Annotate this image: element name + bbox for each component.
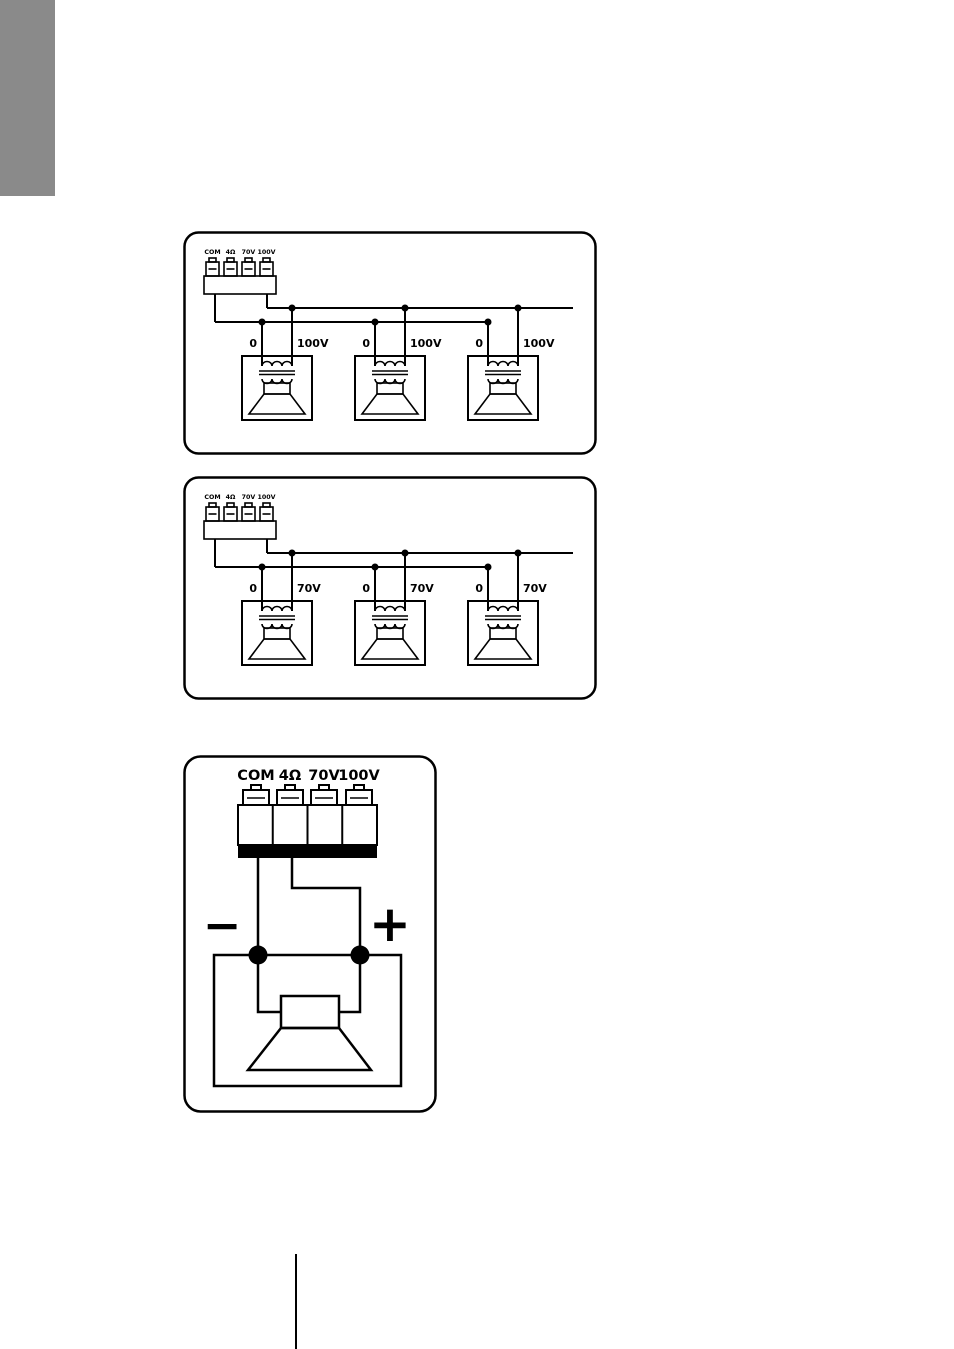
diagram-border [183,476,597,700]
transformer-primary-coil [487,360,519,367]
internal-lead-negative [256,955,281,1014]
diagram-70v-line: COM 4Ω 70V 100V [183,476,597,700]
diagram-low-impedance: COM 4Ω 70V 100V [183,755,437,1113]
amplifier-terminal-block: COM 4Ω 70V 100V [237,768,381,858]
terminal-base [203,520,277,540]
tap-label-voltage: 100V [297,337,329,350]
polarity-minus-label: − [203,898,242,952]
speaker-wiring: − + [203,858,411,965]
speaker-box [467,355,539,421]
terminal-label-com: COM [237,768,274,784]
tap-label-0: 0 [249,337,257,350]
speaker-unit: 0 100V [467,308,555,421]
terminal-label-4ohm: 4Ω [279,768,301,784]
terminal-label-100v: 100V [338,768,380,784]
terminal-label-70v: 70V [242,494,256,501]
driver-magnet [263,382,291,395]
bus-wiring [214,294,573,326]
driver-cone [245,1026,374,1072]
tap-label-0: 0 [475,582,483,595]
speaker-unit: 0 100V [241,308,329,421]
tap-label-0: 0 [362,337,370,350]
driver-cone [473,393,533,415]
transformer-primary-coil [487,605,519,612]
internal-lead-positive [339,955,362,1014]
terminal-label-100v: 100V [257,494,275,501]
driver-cone [247,393,307,415]
transformer-primary-coil [374,605,406,612]
terminal-label-com: COM [204,249,220,256]
polarity-plus-label: + [369,895,411,953]
diagram-100v-line: COM 4Ω 70V 100V [183,231,597,455]
tap-label-voltage: 70V [410,582,434,595]
driver-magnet [376,627,404,640]
speaker-unit: 0 70V [354,553,434,666]
speaker-box [354,355,426,421]
amplifier-terminal-block: COM 4Ω 70V 100V [203,494,277,540]
transformer-primary-coil [261,360,293,367]
page-footer-rule [295,1254,297,1349]
speaker-unit [212,953,403,1088]
terminal-label-70v: 70V [308,768,340,784]
tap-label-0: 0 [475,337,483,350]
driver-cone [360,393,420,415]
driver-cone [247,638,307,660]
driver-magnet [489,382,517,395]
tap-label-voltage: 70V [523,582,547,595]
diagram-border [183,231,597,455]
speaker-unit: 0 100V [354,308,442,421]
terminal-label-70v: 70V [242,249,256,256]
tap-label-voltage: 100V [523,337,555,350]
speaker-box [241,600,313,666]
driver-cone [360,638,420,660]
driver-cone [473,638,533,660]
transformer-primary-coil [374,360,406,367]
tap-label-0: 0 [362,582,370,595]
driver-magnet [376,382,404,395]
terminal-label-100v: 100V [257,249,275,256]
speaker-box [212,953,403,1088]
terminal-label-com: COM [204,494,220,501]
speaker-box [241,355,313,421]
driver-magnet [489,627,517,640]
driver-magnet [279,994,341,1030]
tap-label-voltage: 100V [410,337,442,350]
terminal-label-4ohm: 4Ω [226,249,236,256]
speaker-box [354,600,426,666]
terminal-label-4ohm: 4Ω [226,494,236,501]
terminal-base [203,275,277,295]
speaker-box [467,600,539,666]
chapter-tab [0,0,55,196]
terminal-base-bar [238,845,377,858]
transformer-primary-coil [261,605,293,612]
tap-label-0: 0 [249,582,257,595]
wire-positive [290,858,362,955]
diagram-border [183,755,437,1113]
amplifier-terminal-block: COM 4Ω 70V 100V [203,249,277,295]
tap-label-voltage: 70V [297,582,321,595]
driver-magnet [263,627,291,640]
speaker-unit: 0 70V [241,553,321,666]
speaker-unit: 0 70V [467,553,547,666]
bus-wiring [214,539,573,571]
